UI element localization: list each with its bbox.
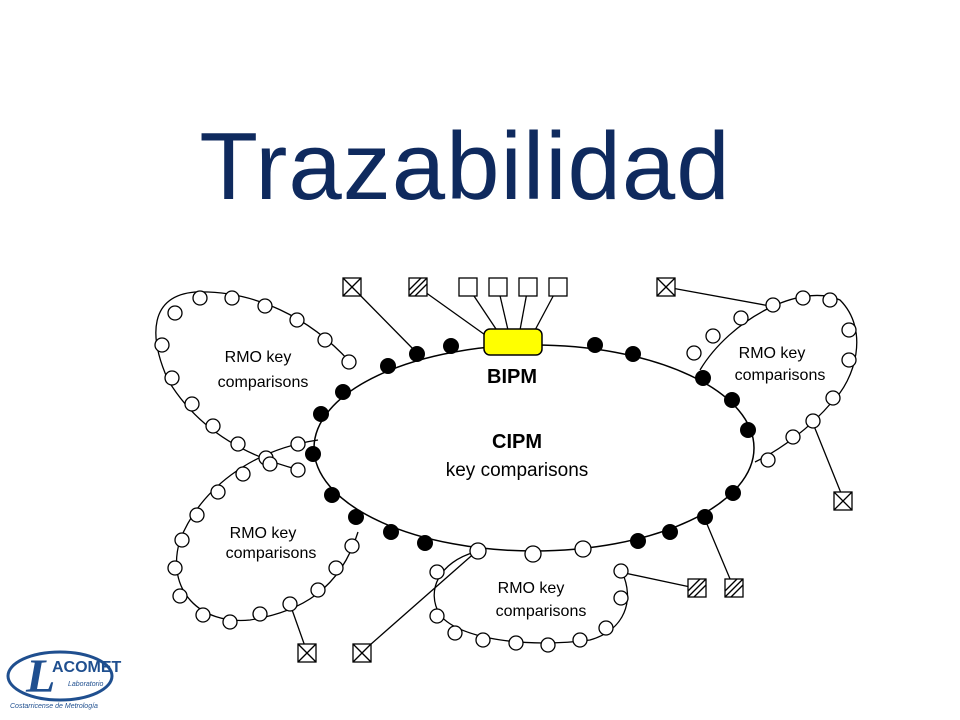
rmo-label-lower-left-line1: RMO key	[230, 525, 297, 542]
rmo-loop-lower-right	[433, 551, 629, 644]
bipm-hub	[483, 328, 543, 356]
lacomet-logo: L ACOMET Laboratorio Costarricense de Me…	[6, 650, 122, 710]
logo-tagline-2: Costarricense de Metrología	[10, 703, 98, 710]
rmo-loop-upper-right	[699, 294, 858, 463]
square-nodes	[297, 277, 853, 663]
bipm-label: BIPM	[487, 366, 537, 388]
rmo-label-upper-right-line1: RMO key	[739, 345, 806, 362]
rmo-label-lower-right-line2: comparisons	[496, 603, 587, 620]
rmo-loop-upper-left	[155, 291, 351, 471]
logo-brand: ACOMET	[52, 659, 122, 676]
rmo-label-upper-right-line2: comparisons	[735, 367, 826, 384]
rmo-label-upper-left-line2: comparisons	[218, 374, 309, 391]
cipm-subtitle: key comparisons	[446, 460, 589, 481]
rmo-label-upper-left-line1: RMO key	[225, 349, 292, 366]
slide-title: Trazabilidad	[199, 113, 731, 220]
logo-tagline-1: Laboratorio	[68, 681, 104, 688]
rmo-label-lower-right-line1: RMO key	[498, 580, 565, 597]
open-nodes	[154, 290, 857, 653]
rmo-label-lower-left-line2: comparisons	[226, 545, 317, 562]
filled-nodes	[305, 337, 756, 551]
cipm-label: CIPM	[492, 431, 542, 453]
logo-initial: L	[25, 650, 55, 703]
